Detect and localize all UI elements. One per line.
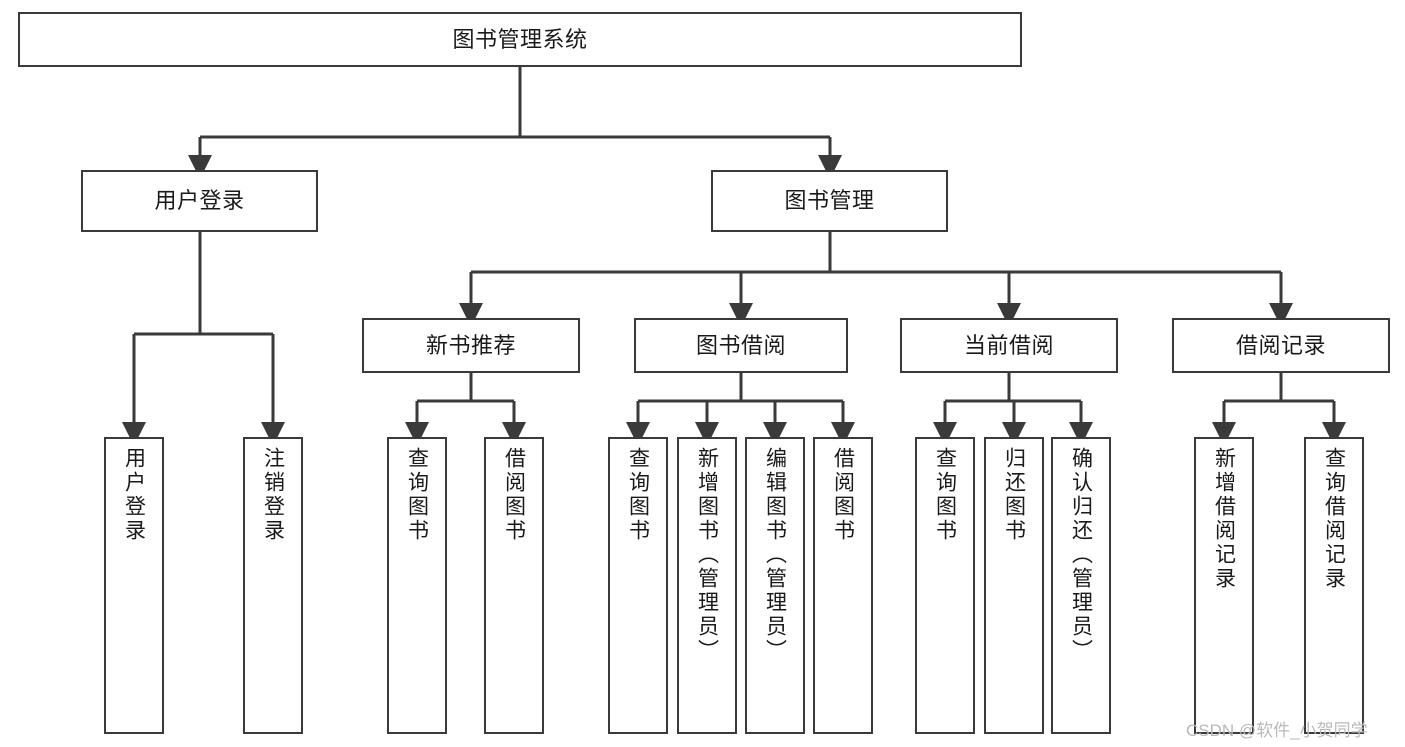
- node-label-leaf-current-return-book: 归还图书: [1002, 447, 1026, 543]
- node-leaf-user-login[interactable]: 用户登录: [104, 437, 164, 734]
- watermark-text: CSDN @软件_小贺同学: [1186, 721, 1368, 740]
- node-label-leaf-user-logout: 注销登录: [261, 447, 285, 543]
- node-root-system[interactable]: 图书管理系统: [18, 12, 1022, 67]
- node-user-login[interactable]: 用户登录: [81, 170, 318, 232]
- node-label-leaf-borrow-borrow-book: 借阅图书: [831, 447, 855, 543]
- node-leaf-current-return-book[interactable]: 归还图书: [984, 437, 1044, 734]
- node-leaf-rec-query-book[interactable]: 查询图书: [387, 437, 447, 734]
- connector-currentborrow-to-leaves: [933, 373, 1093, 446]
- node-label-current-borrow: 当前借阅: [963, 332, 1054, 358]
- node-label-borrow-record: 借阅记录: [1235, 332, 1326, 358]
- node-leaf-user-logout[interactable]: 注销登录: [243, 437, 303, 734]
- node-book-borrow[interactable]: 图书借阅: [634, 318, 848, 373]
- node-label-root: 图书管理系统: [452, 26, 588, 52]
- node-leaf-borrow-borrow-book[interactable]: 借阅图书: [813, 437, 873, 734]
- node-leaf-borrow-add-book[interactable]: 新增图书（管理员）: [677, 437, 737, 734]
- connector-newbook-to-leaves: [405, 373, 526, 446]
- node-book-manage[interactable]: 图书管理: [711, 170, 948, 232]
- node-leaf-current-confirm-return[interactable]: 确认归还（管理员）: [1051, 437, 1111, 734]
- node-leaf-current-query-book[interactable]: 查询图书: [915, 437, 975, 734]
- node-label-leaf-user-login: 用户登录: [122, 447, 146, 543]
- node-label-leaf-current-query-book: 查询图书: [933, 447, 957, 543]
- connector-userlogin-to-leaves: [122, 232, 285, 446]
- node-label-leaf-record-query: 查询借阅记录: [1322, 447, 1346, 591]
- node-leaf-borrow-edit-book[interactable]: 编辑图书（管理员）: [745, 437, 805, 734]
- node-label-leaf-rec-query-book: 查询图书: [405, 447, 429, 543]
- node-new-book-recommend[interactable]: 新书推荐: [362, 318, 580, 373]
- node-label-leaf-record-add: 新增借阅记录: [1212, 447, 1236, 591]
- node-label-leaf-current-confirm-return: 确认归还（管理员）: [1069, 447, 1093, 663]
- node-label-book-borrow: 图书借阅: [695, 332, 786, 358]
- node-label-leaf-rec-borrow-book: 借阅图书: [502, 447, 526, 543]
- node-leaf-borrow-query-book[interactable]: 查询图书: [608, 437, 668, 734]
- node-leaf-rec-borrow-book[interactable]: 借阅图书: [484, 437, 544, 734]
- node-label-book-manage: 图书管理: [784, 188, 875, 214]
- connector-root-to-level2: [188, 67, 842, 179]
- node-label-leaf-borrow-add-book: 新增图书（管理员）: [695, 447, 719, 663]
- node-leaf-record-query[interactable]: 查询借阅记录: [1304, 437, 1364, 734]
- connector-bookborrow-to-leaves: [626, 373, 855, 446]
- node-label-leaf-borrow-edit-book: 编辑图书（管理员）: [763, 447, 787, 663]
- node-label-user-login: 用户登录: [154, 188, 245, 214]
- connector-borrowrecord-to-leaves: [1212, 373, 1346, 446]
- connector-bookmanage-to-level3: [459, 232, 1293, 327]
- node-borrow-record[interactable]: 借阅记录: [1172, 318, 1390, 373]
- node-label-new-book-recommend: 新书推荐: [425, 332, 516, 358]
- node-current-borrow[interactable]: 当前借阅: [900, 318, 1118, 373]
- node-label-leaf-borrow-query-book: 查询图书: [626, 447, 650, 543]
- node-leaf-record-add[interactable]: 新增借阅记录: [1194, 437, 1254, 734]
